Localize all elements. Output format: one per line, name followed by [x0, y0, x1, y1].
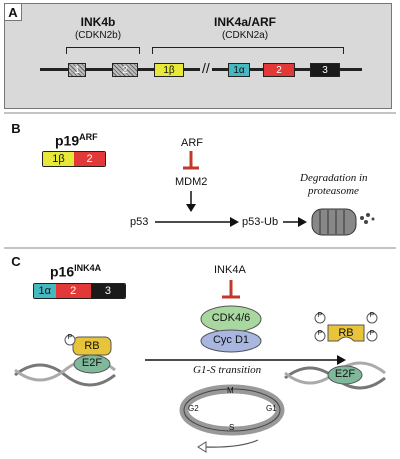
cycle-direction-arrow — [204, 439, 259, 448]
cycle-phase-g1: G1 — [266, 404, 277, 413]
rb-left-label: RB — [84, 340, 100, 352]
e2f-left-shape — [73, 354, 111, 374]
gene-break-mark: // — [200, 60, 212, 76]
rb-right-label: RB — [338, 327, 354, 339]
p19-segment-1-beta: 1β — [43, 152, 74, 166]
arf-label: ARF — [181, 137, 203, 149]
p53-ub-label: p53-Ub — [242, 216, 279, 228]
cycle-phase-g2: G2 — [188, 404, 199, 413]
mdm2-arrow-head — [186, 204, 196, 212]
panel-c-label: C — [11, 253, 21, 269]
phospho-right-2 — [366, 312, 378, 324]
cell-cycle-ring — [179, 384, 285, 436]
exon-3: 3 — [310, 63, 340, 77]
e2f-left-label: E2F — [81, 357, 103, 369]
p16-ink4a-protein: 1α 2 3 — [33, 283, 126, 299]
cycle-phase-m: M — [227, 386, 234, 395]
cycle-direction-head — [197, 441, 207, 453]
ink4b-gene-name: INK4b — [80, 15, 116, 29]
proteasome-label: proteasome — [308, 185, 359, 197]
exon-1-alpha: 1α — [228, 63, 250, 77]
panel-a-label: A — [4, 3, 22, 21]
p16-ink4a-title: p16INK4A — [50, 263, 102, 280]
phospho-right-3 — [314, 330, 326, 342]
ink4a-arf-bracket — [152, 47, 344, 54]
cyc-d1-shape — [200, 329, 262, 353]
ink4b-bracket — [66, 47, 140, 54]
g1-s-transition-label: G1-S transition — [193, 364, 262, 376]
ink4b-alias: (CDKN2b) — [74, 30, 122, 41]
p16-segment-2: 2 — [55, 284, 91, 298]
exon-ink4b-2: 2 — [112, 63, 138, 77]
panel-a — [4, 3, 392, 109]
exon-ink4b-1: 1 — [68, 63, 86, 77]
exon-2: 2 — [263, 63, 295, 77]
rb-right-shape — [327, 324, 365, 342]
phospho-right-label-2: P — [369, 312, 375, 319]
p53-label: p53 — [130, 216, 149, 228]
p16-segment-3: 3 — [90, 284, 125, 298]
phospho-left-1 — [64, 334, 76, 346]
phospho-right-label-4: P — [369, 330, 375, 337]
exon-1-beta: 1β — [154, 63, 184, 77]
cdk46-label: CDK4/6 — [211, 312, 251, 324]
p19-arf-protein: 1β 2 — [42, 151, 106, 167]
mdm2-label: MDM2 — [175, 176, 208, 188]
cyc-d1-label: Cyc D1 — [212, 334, 250, 346]
p19-segment-2: 2 — [74, 152, 105, 166]
phospho-left-label: P — [67, 334, 73, 341]
degradation-label: Degradation in — [300, 172, 368, 184]
phospho-right-label-3: P — [317, 330, 323, 337]
phospho-right-label-1: P — [317, 312, 323, 319]
p19-arf-title: p19ARF — [55, 132, 98, 149]
proteasome-icon — [311, 208, 375, 236]
proteasome-arrow-head — [298, 217, 307, 227]
phospho-right-4 — [366, 330, 378, 342]
e2f-right-label: E2F — [334, 368, 356, 380]
e2f-right-shape — [327, 365, 363, 385]
ink4a-arf-gene-name: INK4a/ARF — [213, 15, 276, 29]
ink4a-arf-alias: (CDKN2a) — [221, 30, 269, 41]
panel-b-label: B — [11, 120, 21, 136]
phospho-right-1 — [314, 312, 326, 324]
cycle-phase-s: S — [229, 423, 235, 432]
p16-segment-1-alpha: 1α — [34, 284, 56, 298]
ink4a-label: INK4A — [214, 264, 246, 276]
p53-arrow-head — [230, 217, 239, 227]
transition-arrow-head — [337, 355, 346, 365]
